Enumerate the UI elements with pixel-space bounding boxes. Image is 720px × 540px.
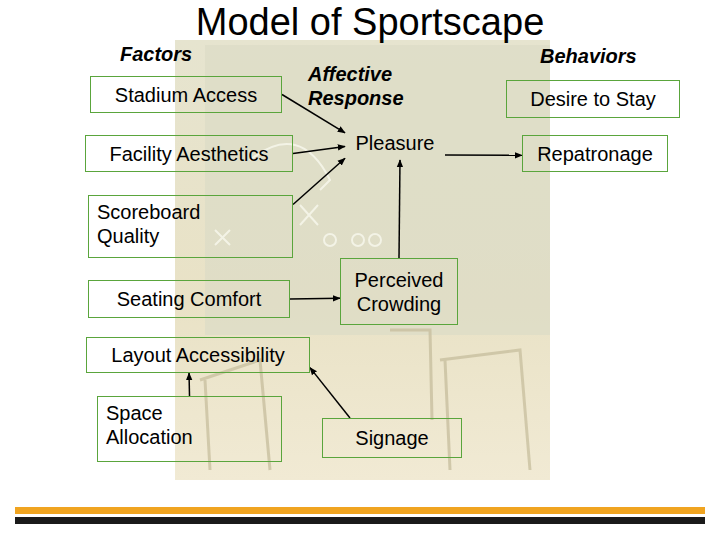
column-heading: Affective Response [308, 62, 438, 110]
factor-box: Signage [322, 418, 462, 458]
accent-stripe [15, 507, 705, 514]
node-text: Layout Accessibility [111, 343, 284, 367]
column-heading: Factors [120, 42, 240, 66]
factor-box: Seating Comfort [88, 280, 290, 318]
arrow-connector [293, 146, 345, 153]
node-text: Repatronage [537, 142, 653, 166]
behavior-box: Repatronage [522, 135, 668, 172]
arrow-connector [293, 158, 345, 204]
node-text: Perceived Crowding [349, 268, 449, 316]
accent-stripe [15, 517, 705, 524]
node-text: Facility Aesthetics [110, 142, 269, 166]
arrow-connector [290, 297, 340, 299]
node-text: Pleasure [356, 131, 435, 155]
factor-box: Facility Aesthetics [85, 135, 293, 172]
arrow-connector [399, 160, 400, 258]
node-text: Signage [355, 426, 428, 450]
node-text: Seating Comfort [117, 287, 262, 311]
arrow-connector [445, 154, 522, 156]
node-text: Space Allocation [106, 401, 216, 449]
photo-ground [175, 40, 550, 480]
factor-box: Space Allocation [97, 396, 282, 462]
affect-box: Perceived Crowding [340, 258, 458, 325]
node-text: Scoreboard Quality [97, 200, 217, 248]
factor-box: Stadium Access [90, 76, 282, 113]
arrow-connector [188, 373, 190, 396]
column-heading: Behaviors [540, 44, 680, 68]
diagram-title: Model of Sportscape [0, 0, 720, 44]
factor-box: Scoreboard Quality [88, 195, 293, 258]
arrow-connector [310, 368, 350, 418]
factor-box: Layout Accessibility [86, 337, 310, 373]
node-text: Desire to Stay [530, 87, 656, 111]
node-text: Stadium Access [115, 83, 257, 107]
behavior-box: Desire to Stay [506, 80, 680, 118]
affect-node: Pleasure [345, 126, 445, 160]
